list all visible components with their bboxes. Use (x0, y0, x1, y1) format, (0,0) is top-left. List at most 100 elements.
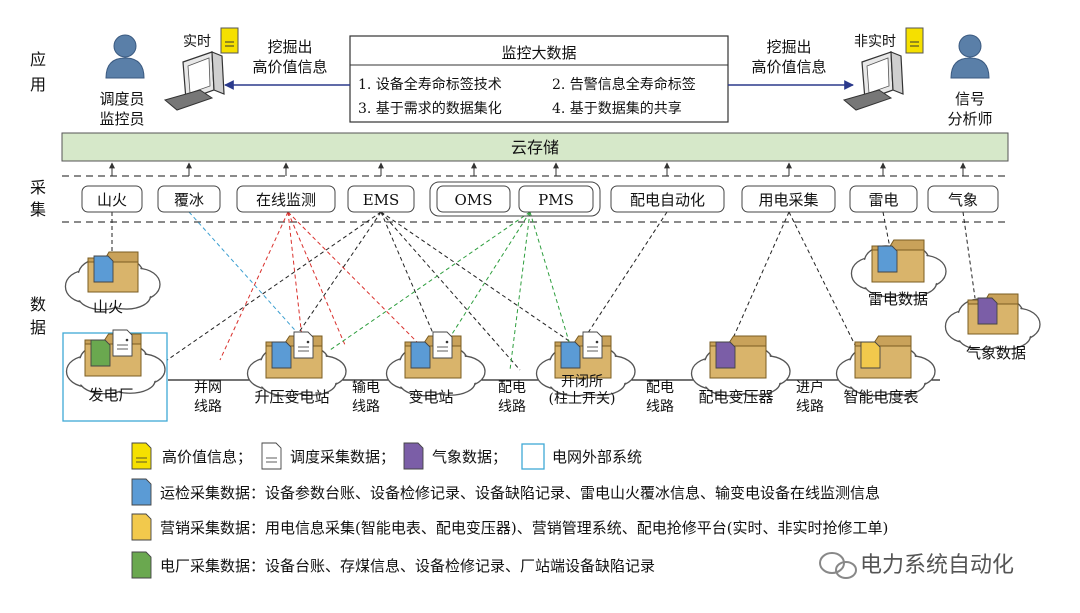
connection-line-13 (509, 211, 531, 371)
doc-dot (306, 340, 310, 344)
line-label-trans-1: 输电 (352, 380, 380, 396)
wechat-icon (819, 552, 857, 579)
legend-marketing-icon (131, 513, 152, 541)
collector-fubing-box (157, 185, 221, 213)
connection-line-19 (962, 211, 976, 299)
right-arrow-label-2: 高价值信息 (751, 58, 826, 76)
collector-lightning-box (849, 185, 918, 213)
connection-line-12 (444, 211, 531, 346)
document-icon (582, 331, 603, 359)
connection-line-4 (287, 211, 346, 346)
line-label-dist2-2: 线路 (646, 399, 674, 415)
doc-dot (595, 340, 599, 344)
document-icon (977, 297, 998, 325)
collector-shanhuo-box (81, 185, 143, 213)
cloud-storage-label: 云存储 (511, 138, 559, 157)
line-label-service-1: 进户 (796, 379, 824, 396)
left-user-group: 实时 调度员 监控员 (99, 27, 239, 128)
upload-arrows (109, 162, 966, 176)
legend-ops-icon (131, 478, 152, 506)
collector-online-monitor-label: 在线监测 (256, 191, 316, 209)
doc-sheet (410, 341, 431, 369)
document-icon (293, 331, 314, 359)
collector-pms-label: PMS (538, 191, 574, 209)
document-icon (432, 331, 453, 359)
line-labels: 并网 线路 输电 线路 配电 线路 配电 线路 进户 线路 (194, 379, 824, 415)
connection-line-9 (380, 211, 521, 371)
line-label-trans-2: 线路 (352, 399, 380, 415)
layer-app-1: 应 (30, 50, 46, 69)
left-user-label-2: 监控员 (99, 110, 144, 128)
station-switch-label-1: 开闭所 (561, 374, 603, 390)
doc-sheet (131, 551, 152, 579)
watermark-text: 电力系统自动化 (860, 553, 1014, 578)
doc-dot (125, 338, 129, 342)
realtime-label: 实时 (183, 34, 211, 50)
cloud-storage-bar (61, 132, 1009, 162)
line-label-dist1-1: 配电 (498, 380, 526, 396)
station-smart-meter-label: 智能电度表 (843, 388, 918, 406)
user-icon (950, 34, 990, 79)
doc-dot (445, 340, 449, 344)
cloud-leidian-label: 雷电数据 (868, 290, 928, 308)
collector-power-usage-box (741, 185, 836, 213)
line-label-grid-1: 并网 (194, 380, 222, 396)
document-icon (112, 329, 133, 357)
station-step-up-label: 升压变电站 (254, 388, 329, 406)
doc-sheet (582, 331, 603, 359)
legend-external-text: 电网外部系统 (552, 448, 642, 466)
left-arrow-label-1: 挖掘出 (267, 38, 312, 56)
doc-sheet (432, 331, 453, 359)
legend-high-value-icon (131, 442, 152, 470)
connection-line-15 (579, 211, 668, 346)
doc-sheet (112, 329, 133, 357)
collector-fubing-label: 覆冰 (174, 191, 204, 209)
document-icon (860, 341, 881, 369)
line-label-dist1-2: 线路 (498, 399, 526, 415)
legend-weather-icon (403, 442, 424, 470)
bigdata-box (349, 35, 729, 123)
doc-sheet (715, 341, 736, 369)
connection-line-1 (188, 211, 303, 339)
collector-power-usage-label: 用电采集 (758, 191, 818, 209)
doc-sheet (403, 442, 424, 470)
user-icon (105, 34, 145, 79)
connection-lines (111, 211, 976, 381)
doc-sheet (261, 442, 282, 470)
legend-high-value-text: 高价值信息； (162, 448, 252, 466)
connection-line-10 (380, 211, 576, 346)
collector-dist-automation-label: 配电自动化 (630, 191, 705, 209)
legend-marketing-text: 营销采集数据：用电信息采集(智能电表、配电变压器)、营销管理系统、配电抢修平台(… (160, 519, 888, 537)
collector-oms-label: OMS (455, 191, 493, 209)
connection-line-18 (882, 211, 891, 249)
layer-data-2: 据 (30, 318, 46, 337)
right-arrow-label-1: 挖掘出 (766, 38, 811, 56)
cloud-qixiang-label: 气象数据 (966, 344, 1026, 362)
doc-sheet (977, 297, 998, 325)
connection-line-5 (287, 211, 421, 346)
connection-line-3 (287, 211, 303, 339)
doc-sheet (131, 513, 152, 541)
document-icon (93, 255, 114, 283)
station-switch-label-2: (柱上开关) (549, 391, 616, 407)
doc-sheet (131, 478, 152, 506)
data-clouds: 山火雷电数据气象数据发电厂升压变电站变电站配电变压器智能电度表开闭所(柱上开关) (62, 239, 1041, 422)
document-icon (877, 245, 898, 273)
legend-ops-text: 运检采集数据：设备参数台账、设备检修记录、设备缺陷记录、雷电山火覆冰信息、输变电… (160, 484, 880, 502)
legend: 高价值信息；调度采集数据；气象数据；电网外部系统运检采集数据：设备参数台账、设备… (131, 442, 888, 579)
doc-sheet (271, 341, 292, 369)
legend-plant-icon (131, 551, 152, 579)
doc-sheet (90, 339, 111, 367)
document-icon (715, 341, 736, 369)
computer-icon (163, 51, 225, 111)
right-user-label-1: 信号 (955, 90, 985, 108)
left-arrow-label-2: 高价值信息 (252, 58, 327, 76)
doc-sheet (93, 255, 114, 283)
watermark: 电力系统自动化 (819, 552, 1014, 579)
collector-ems-box (347, 185, 415, 213)
layer-app-2: 用 (30, 75, 46, 94)
layer-data-1: 数 (30, 295, 46, 314)
high-value-doc-icon (905, 27, 924, 54)
